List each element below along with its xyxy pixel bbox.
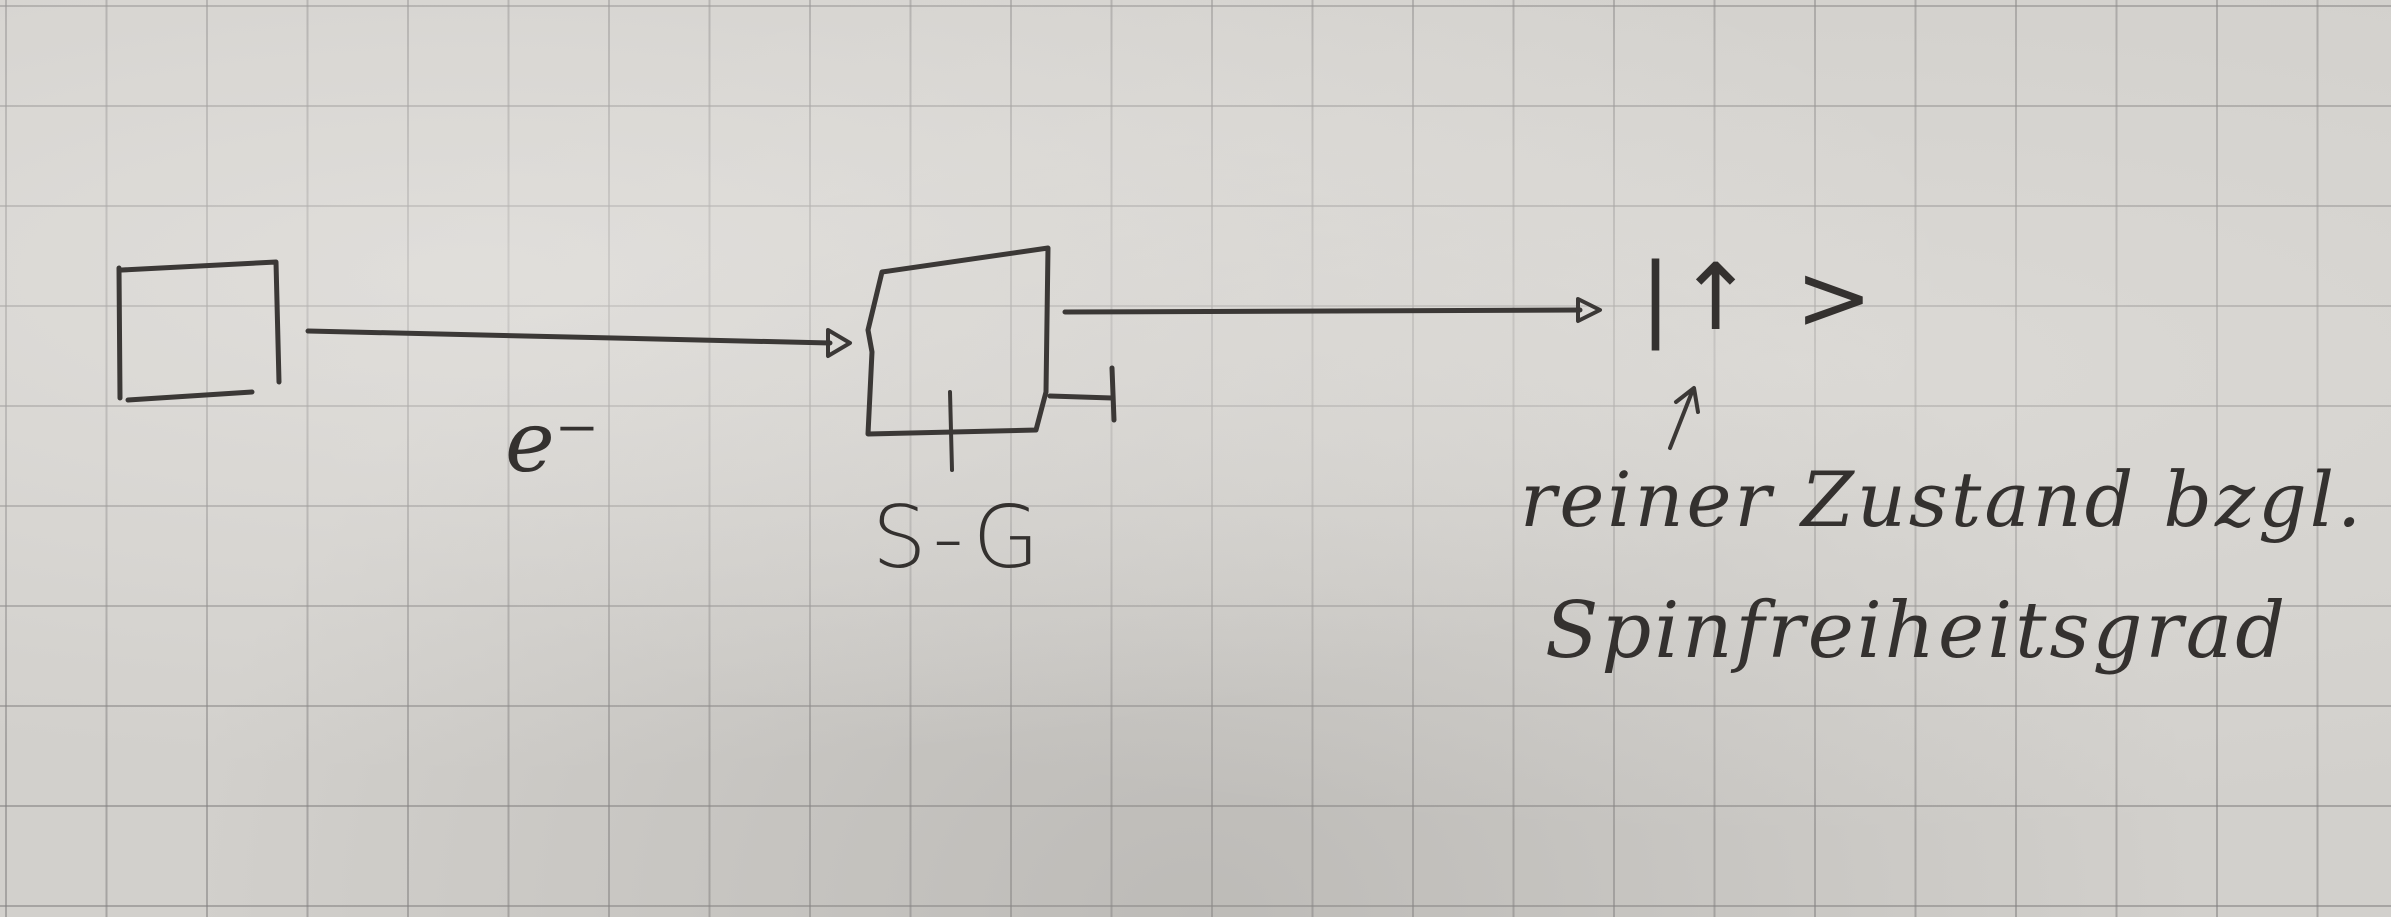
output-beam-arrow [1062, 297, 1602, 323]
electron-beam-arrow [305, 328, 852, 358]
annotation-line-2: Spinfreiheitsgrad [1545, 586, 2289, 676]
annotation-pointer-arrow [1668, 386, 1700, 450]
electron-label: e⁻ [505, 393, 600, 491]
stern-gerlach-box [865, 245, 1117, 472]
annotation-line-1: reiner Zustand bzgl. [1520, 455, 2365, 544]
output-state-label: |↑ > [1640, 244, 1879, 351]
source-box [116, 259, 282, 403]
apparatus-label: S-G [872, 488, 1046, 588]
